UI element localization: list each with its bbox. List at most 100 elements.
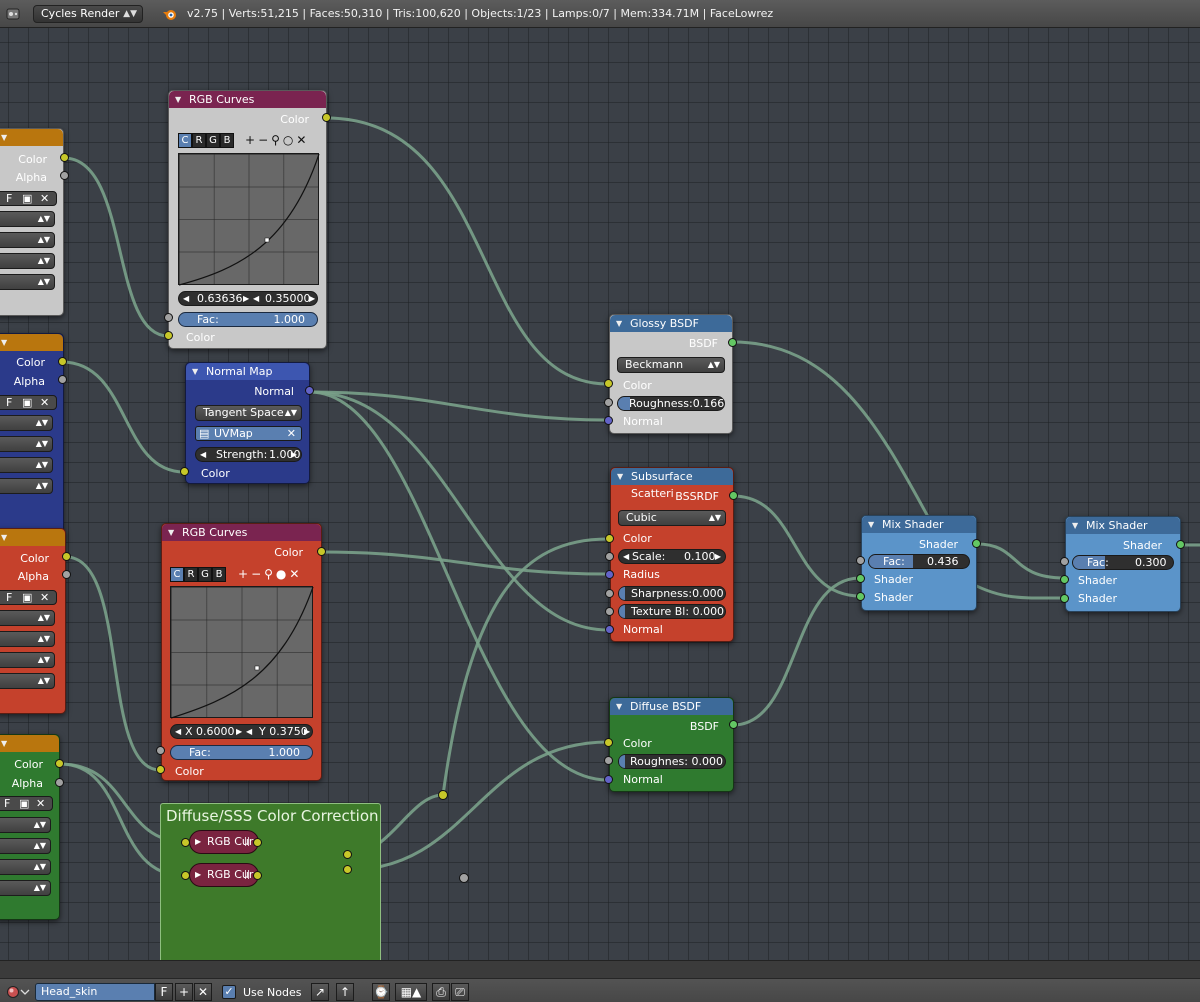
space-dropdown[interactable]: Tangent Space▲▼ [195,405,302,421]
fake-user-button[interactable]: F [155,983,173,1001]
curve-tools[interactable]: +−⚲●✕ [238,567,302,581]
curve-point-xy[interactable]: ◀ 0.63636 ▶ ◀ 0.35000 ▶ [178,291,318,306]
fake-user-toggle[interactable]: F [6,591,13,604]
close-icon[interactable]: ✕ [289,567,303,581]
image-texture-node-3[interactable]: Color Alpha F ▣ ✕ ▲▼ ▲▼ ▲▼ ▲▼ [0,528,66,714]
mix-shader-node-2[interactable]: Mix Shader Shader Fac: 0.300 Shader Shad… [1065,516,1181,612]
socket-color-in[interactable] [604,379,613,388]
socket-bsdf-out[interactable] [729,720,738,729]
socket-shader-b-in[interactable] [1060,594,1069,603]
socket-sharpness-in[interactable] [605,589,614,598]
socket-alpha-out[interactable] [60,171,69,180]
folder-icon[interactable]: ▣ [22,396,33,409]
group2-socket-out[interactable] [253,871,262,880]
close-icon[interactable]: ✕ [40,396,50,409]
socket-texture-blur-in[interactable] [605,607,614,616]
channel-g-button[interactable]: G [206,133,220,148]
dropdown-2[interactable]: ▲▼ [0,232,55,248]
socket-color-out[interactable] [58,357,67,366]
curve-point[interactable] [254,665,260,671]
curve-graph[interactable] [178,153,320,286]
texture-blur-field[interactable]: Texture Bl: 0.000 [618,604,726,619]
dropdown-1[interactable]: ▲▼ [0,817,51,833]
socket-color-out[interactable] [55,759,64,768]
node-canvas[interactable]: Color Alpha F ▣ ✕ ▲▼ ▲▼ ▲▼ ▲▼ Color Alph… [0,28,1200,960]
curve-point-xy[interactable]: ◀ X 0.6000 ▶ ◀ Y 0.3750 ▶ [170,724,313,739]
image-selector[interactable]: F ▣ ✕ [0,191,57,206]
socket-shader-out[interactable] [1176,540,1185,549]
dropdown-4[interactable]: ▲▼ [0,478,53,494]
uvmap-field[interactable]: ▤ UVMap ✕ [195,426,302,441]
dropdown-3[interactable]: ▲▼ [0,253,55,269]
socket-color-in[interactable] [180,467,189,476]
material-name-field[interactable]: Head_skin [35,983,155,1001]
socket-alpha-out[interactable] [55,778,64,787]
close-icon[interactable]: ✕ [40,192,50,205]
socket-color-in[interactable] [604,738,613,747]
socket-bsdf-out[interactable] [728,338,737,347]
node-header[interactable]: Normal Map [186,363,309,380]
node-header[interactable] [0,735,59,752]
rgb-curves-node-1[interactable]: RGB Curves Color C R G B +−⚲○✕ ◀ 0.63636… [168,90,327,349]
frame-color-correction[interactable]: Diffuse/SSS Color Correction ▶ RGB Cur |… [160,803,381,960]
curve-graph[interactable] [170,586,314,719]
close-icon[interactable]: ✕ [40,591,50,604]
group-node-rgb-curves-2[interactable]: ▶ RGB Cur || [189,863,259,887]
dropdown-2[interactable]: ▲▼ [0,838,51,854]
socket-alpha-out[interactable] [62,570,71,579]
dropdown-4[interactable]: ▲▼ [0,880,51,896]
socket-roughness-in[interactable] [604,756,613,765]
snap-element-dropdown[interactable]: ▦▲ [395,983,427,1001]
reroute-socket-1[interactable] [343,850,352,859]
channel-r-button[interactable]: R [192,133,206,148]
scale-field[interactable]: ◀ Scale: 0.100 ▶ [618,549,726,564]
unlink-material-icon[interactable]: ✕ [194,983,212,1001]
fac-field[interactable]: Fac: 0.300 [1072,555,1174,570]
close-icon[interactable]: ✕ [296,133,310,147]
channel-c-button[interactable]: C [178,133,192,148]
group1-socket-out[interactable] [253,838,262,847]
socket-normal-in[interactable] [604,416,613,425]
curve-point[interactable] [264,237,270,243]
node-header[interactable]: Glossy BSDF [610,315,732,332]
falloff-dropdown[interactable]: Cubic▲▼ [618,510,726,526]
dropdown-2[interactable]: ▲▼ [0,631,55,647]
subsurface-scattering-node[interactable]: Subsurface Scatteri BSSRDF Cubic▲▼ Color… [610,467,734,642]
curve-tools[interactable]: +−⚲○✕ [245,133,309,147]
node-header[interactable]: Mix Shader [1066,517,1180,534]
image-selector[interactable]: F ▣ ✕ [0,590,57,605]
socket-alpha-out[interactable] [58,375,67,384]
socket-color-in[interactable] [156,765,165,774]
parent-node-tree-icon[interactable]: ↑ [336,983,354,1001]
reroute-socket-2[interactable] [343,865,352,874]
editor-type-icon[interactable] [6,7,20,21]
image-selector[interactable]: F ▣ ✕ [0,796,53,811]
close-icon[interactable]: ✕ [36,797,46,810]
dropdown-1[interactable]: ▲▼ [0,211,55,227]
dropdown-1[interactable]: ▲▼ [0,610,55,626]
socket-radius-in[interactable] [605,570,614,579]
collapse-arrow-icon[interactable]: ▶ [195,837,202,846]
folder-icon[interactable]: ▣ [22,192,33,205]
use-nodes-checkbox[interactable]: ✓ [222,985,236,999]
point-x-value[interactable]: X 0.6000 [185,725,235,738]
zoom-out-icon[interactable]: − [258,133,272,147]
node-header[interactable]: RGB Curves [169,91,326,108]
fake-user-toggle[interactable]: F [6,192,13,205]
wrench-icon[interactable]: ⚲ [264,567,276,581]
socket-color-in[interactable] [164,331,173,340]
group-node-rgb-curves-1[interactable]: ▶ RGB Cur || [189,830,259,854]
copy-nodes-icon[interactable]: ⎙ [432,983,450,1001]
dropdown-3[interactable]: ▲▼ [0,457,53,473]
node-header[interactable] [0,334,63,351]
zoom-in-icon[interactable]: + [245,133,259,147]
normal-map-node[interactable]: Normal Map Normal Tangent Space▲▼ ▤ UVMa… [185,362,310,484]
node-header[interactable]: RGB Curves [162,524,321,541]
socket-bssrdf-out[interactable] [729,491,738,500]
channel-c-button[interactable]: C [170,567,184,582]
socket-scale-in[interactable] [605,552,614,561]
group2-socket-in[interactable] [181,871,190,880]
fake-user-toggle[interactable]: F [6,396,13,409]
socket-roughness-in[interactable] [604,398,613,407]
roughness-field[interactable]: Roughnes: 0.000 [618,754,726,769]
